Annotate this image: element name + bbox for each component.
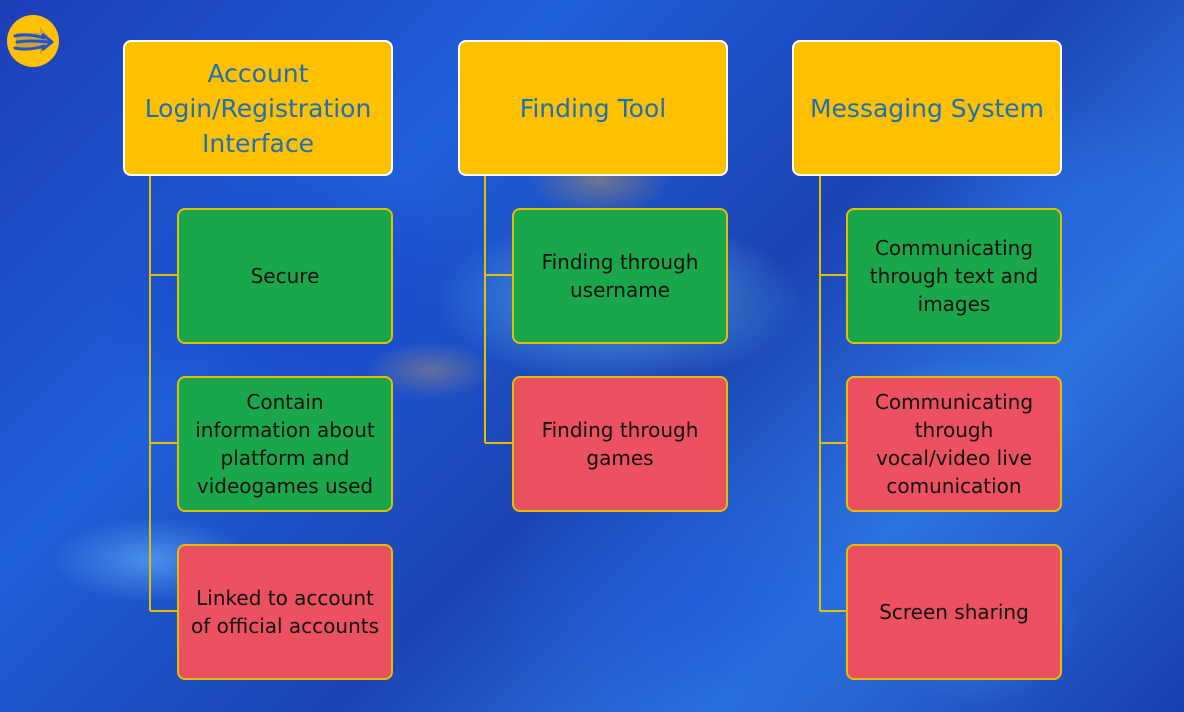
item-linked-accounts: Linked to account of official accounts (177, 544, 393, 680)
logo-icon (6, 14, 60, 68)
item-secure: Secure (177, 208, 393, 344)
item-text-images: Communicating through text and images (846, 208, 1062, 344)
item-finding-games: Finding through games (512, 376, 728, 512)
header-finding-tool: Finding Tool (458, 40, 728, 176)
item-vocal-video: Communicating through vocal/video live c… (846, 376, 1062, 512)
header-messaging-system: Messaging System (792, 40, 1062, 176)
header-account-login: Account Login/Registration Interface (123, 40, 393, 176)
item-finding-username: Finding through username (512, 208, 728, 344)
item-contain-information: Contain information about platform and v… (177, 376, 393, 512)
item-screen-sharing: Screen sharing (846, 544, 1062, 680)
